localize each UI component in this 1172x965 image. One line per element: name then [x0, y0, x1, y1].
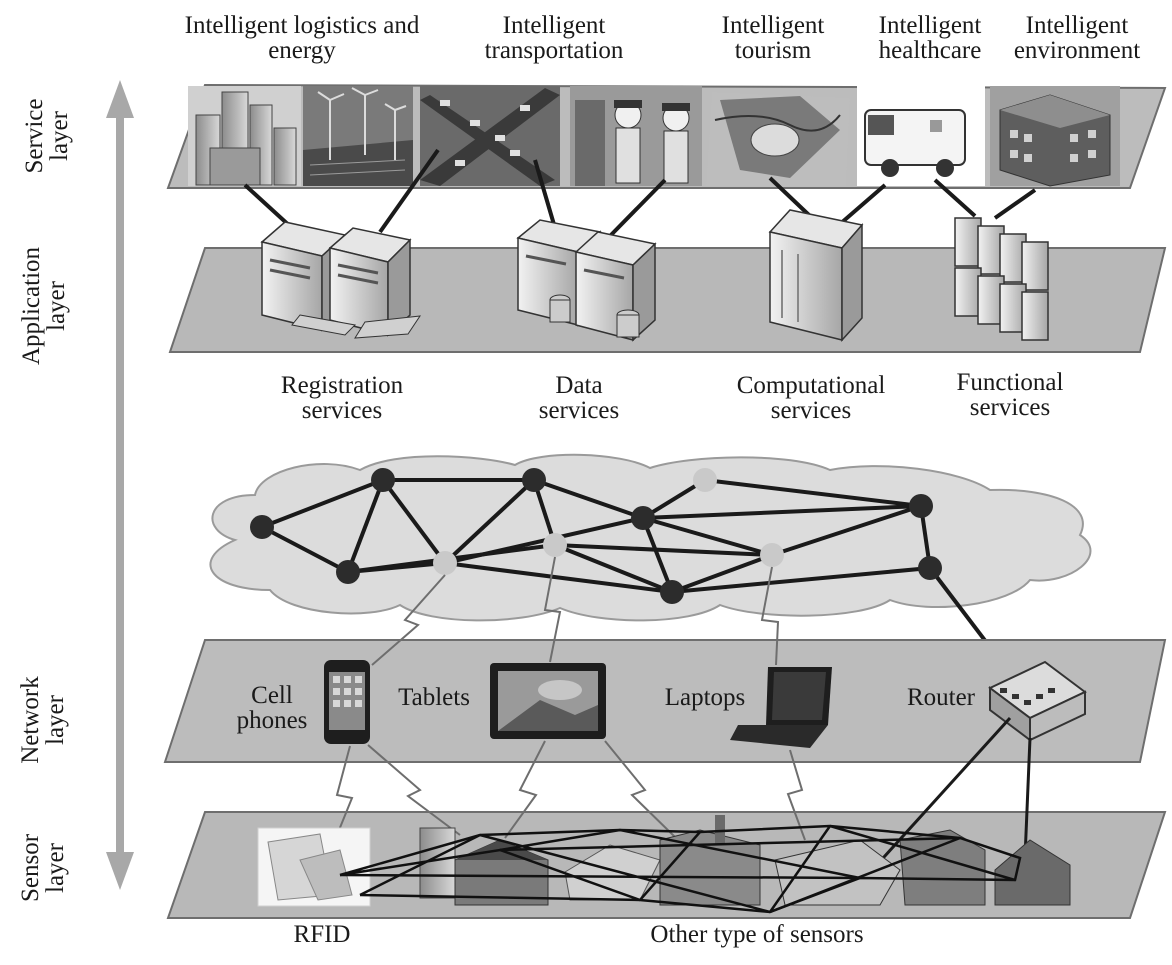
service-app-links	[243, 148, 1037, 238]
wind-turbine-icon	[303, 86, 413, 186]
network-links	[261, 478, 1017, 682]
router-sensor-links	[863, 716, 1032, 880]
server-icon	[768, 209, 864, 342]
ambulance-icon	[857, 86, 985, 186]
layer-label-network: Network layer	[17, 676, 69, 764]
rfid-tag-icon	[257, 827, 371, 907]
sensor-mesh	[339, 824, 1022, 914]
network-nodes	[250, 468, 942, 604]
registration-servers	[260, 221, 422, 339]
device-label-tablets: Tablets	[398, 684, 470, 711]
device-label-router: Router	[906, 684, 976, 711]
tourism-map-icon	[706, 92, 850, 186]
device-label-cell-phones: Cell phones	[236, 682, 308, 734]
cell-phone-icon	[324, 660, 370, 744]
data-servers	[516, 219, 657, 342]
functional-server-cluster	[954, 217, 1049, 341]
sensor-label-other: Other type of sensors	[650, 921, 864, 948]
service-label-logistics: Intelligent logistics and energy	[184, 12, 420, 64]
layer-label-application: Application layer	[18, 246, 70, 366]
service-label-healthcare: Intelligent healthcare	[878, 12, 982, 64]
service-images	[188, 86, 1120, 187]
layer-label-service: Service layer	[21, 98, 73, 174]
app-label-registration: Registration services	[280, 372, 404, 424]
layer-axis-arrow	[106, 80, 134, 890]
laptop-icon	[730, 667, 832, 748]
layer-label-sensor: Sensor layer	[17, 833, 69, 903]
sensor-scene	[419, 815, 1071, 906]
tablet-icon	[490, 663, 606, 739]
wireless-links-upper	[371, 556, 780, 666]
traffic-police-icon	[570, 86, 702, 186]
computational-server	[768, 209, 864, 342]
wireless-links-lower	[334, 740, 806, 841]
app-label-computational: Computational services	[736, 372, 886, 424]
intersection-icon	[420, 86, 560, 186]
service-label-environment: Intelligent environment	[1013, 12, 1141, 64]
network-layer-plane	[163, 639, 1167, 763]
app-label-functional: Functional services	[956, 369, 1064, 421]
service-label-tourism: Intelligent tourism	[721, 12, 825, 64]
service-label-transportation: Intelligent transportation	[484, 12, 624, 64]
server-icon	[328, 227, 412, 337]
city-skyline-icon	[188, 86, 301, 186]
device-label-laptops: Laptops	[664, 684, 746, 711]
building-icon	[990, 86, 1120, 187]
server-icon	[574, 231, 657, 342]
app-label-data: Data services	[538, 372, 620, 424]
sensor-label-rfid: RFID	[293, 921, 351, 948]
